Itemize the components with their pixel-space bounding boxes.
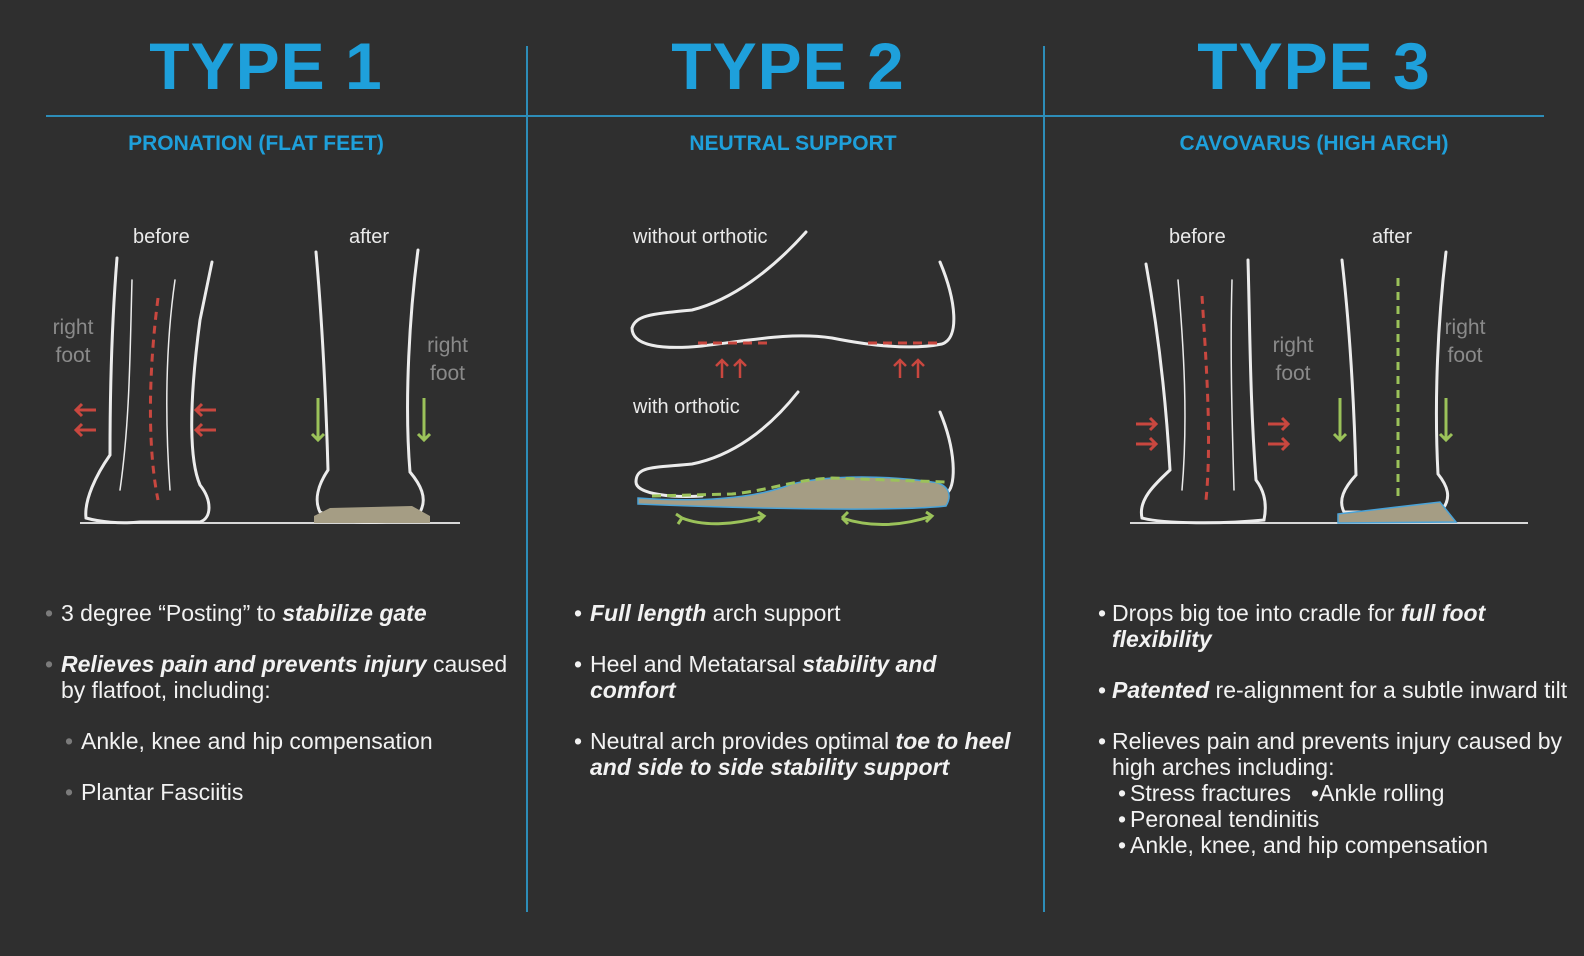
- type2-bullet-3: •Neutral arch provides optimal toe to he…: [574, 728, 1011, 780]
- with-orthotic-label: with orthotic: [633, 396, 740, 418]
- full-length-insole: [637, 476, 950, 510]
- foot-without-orthotic-outline: [630, 230, 956, 349]
- type3-condition-row-3: •Ankle, knee, and hip compensation: [1118, 832, 1489, 858]
- type2-bullets: •Full length arch support •Heel and Meta…: [574, 600, 1024, 805]
- foot-with-orthotic-outline: [634, 390, 800, 498]
- column-divider-2: [1043, 46, 1045, 912]
- right-foot-label-before: right foot: [52, 316, 94, 367]
- green-arrows-icon: [310, 398, 432, 443]
- without-orthotic-label: without orthotic: [633, 226, 768, 248]
- alignment-line-red: [148, 297, 160, 501]
- after-label: after: [1372, 226, 1413, 248]
- red-arrows-icon: [73, 402, 216, 438]
- type1-title: TYPE 1: [149, 29, 383, 103]
- before-label: before: [133, 226, 190, 248]
- green-arrows-icon: [1332, 398, 1454, 443]
- type3-subtitle: CAVOVARUS (HIGH ARCH): [1179, 132, 1449, 155]
- pressure-arrows-icon: [715, 358, 925, 378]
- cavovarus-feet-drawing: [1130, 250, 1528, 525]
- red-arrows-icon: [1136, 416, 1291, 452]
- type1-bullet-2: •Relieves pain and prevents injury cause…: [45, 651, 508, 703]
- type3-bullet-3: •Relieves pain and prevents injury cause…: [1098, 728, 1563, 780]
- type1-subbullet-2: •Plantar Fasciitis: [65, 779, 244, 805]
- before-foot-outline: [1139, 258, 1267, 525]
- after-foot-outline: [1340, 250, 1450, 514]
- type1-subtitle: PRONATION (FLAT FEET): [128, 132, 384, 155]
- insole-wedge: [1337, 501, 1458, 524]
- right-foot-label-after: right foot: [427, 334, 468, 385]
- after-foot-outline: [314, 248, 425, 524]
- type3-column: TYPE 3 CAVOVARUS (HIGH ARCH) before afte…: [1054, 0, 1584, 956]
- insole-wedge: [314, 506, 430, 523]
- type2-bullet-1: •Full length arch support: [574, 600, 841, 626]
- type3-bullets: •Drops big toe into cradle for full foot…: [1098, 600, 1568, 858]
- type3-title: TYPE 3: [1197, 29, 1431, 103]
- before-foot-outline: [84, 256, 214, 525]
- right-foot-label-after: right foot: [1444, 316, 1486, 367]
- type1-subbullet-1: •Ankle, knee and hip compensation: [65, 728, 433, 754]
- type3-illustration: before after right foot right foot: [1054, 200, 1584, 560]
- right-foot-label-before: right foot: [1272, 334, 1314, 385]
- before-label: before: [1169, 226, 1226, 248]
- column-divider-1: [526, 46, 528, 912]
- type1-illustration: before after right foot right foot: [0, 200, 532, 560]
- type2-subtitle: NEUTRAL SUPPORT: [689, 132, 897, 155]
- type1-bullets: •3 degree “Posting” to stabilize gate •R…: [45, 600, 515, 830]
- type1-bullet-1: •3 degree “Posting” to stabilize gate: [45, 600, 427, 626]
- pronation-feet-drawing: [73, 248, 460, 525]
- type1-column: TYPE 1 PRONATION (FLAT FEET) before afte…: [0, 0, 532, 956]
- balance-arrows-icon: [675, 510, 935, 526]
- type3-condition-row-2: •Peroneal tendinitis: [1118, 806, 1320, 832]
- type2-column: TYPE 2 NEUTRAL SUPPORT without orthotic …: [532, 0, 1054, 956]
- type3-condition-row-1: •Stress fractures•Ankle rolling: [1118, 780, 1445, 806]
- type2-title: TYPE 2: [671, 29, 905, 103]
- type2-bullet-2: •Heel and Metatarsal stability and comfo…: [574, 651, 937, 703]
- side-foot-drawing: [630, 230, 956, 526]
- type3-bullet-1: •Drops big toe into cradle for full foot…: [1098, 600, 1486, 652]
- type2-illustration: without orthotic with orthotic: [532, 200, 1054, 560]
- type3-bullet-2: •Patented re-alignment for a subtle inwa…: [1098, 677, 1568, 703]
- after-label: after: [349, 226, 390, 248]
- header-divider: [46, 115, 1544, 117]
